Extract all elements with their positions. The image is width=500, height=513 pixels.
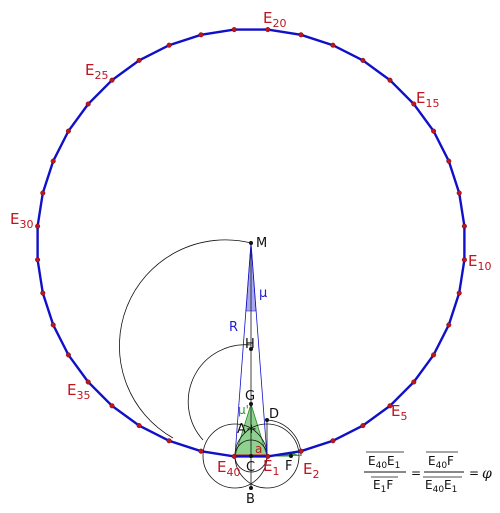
- vertex-dot: [35, 257, 41, 263]
- point-C: [249, 454, 253, 458]
- formula-equals-1: =: [411, 466, 421, 480]
- label-F: F: [285, 459, 292, 474]
- point-F: [289, 454, 293, 458]
- vertex-dot: [461, 257, 467, 263]
- formula-lhs-denominator: E1F: [373, 478, 393, 495]
- vertex-dot: [231, 27, 237, 33]
- label-E10: E10: [468, 252, 491, 273]
- label-E30: E30: [10, 210, 33, 231]
- formula-lhs-numerator: E40E1: [368, 454, 400, 471]
- point-H: [249, 347, 253, 351]
- vertex-dot: [109, 403, 115, 409]
- vertex-dot: [446, 158, 452, 164]
- label-mu: μ: [259, 286, 267, 301]
- vertex-dot: [330, 42, 336, 48]
- vertex-dot: [456, 290, 462, 296]
- label-E1: E1: [263, 457, 279, 478]
- vertex-dot: [298, 448, 304, 454]
- vertex-dot: [85, 101, 91, 107]
- vertex-dot: [461, 223, 467, 229]
- vertex-dot: [456, 190, 462, 196]
- vertex-dot: [431, 128, 437, 134]
- point-M: [249, 241, 253, 245]
- vertex-dot: [136, 423, 142, 429]
- vertex-dot: [65, 352, 71, 358]
- label-R: R: [229, 320, 238, 335]
- formula-rhs-numerator: E40F: [428, 454, 454, 471]
- arc-from-H: [187, 344, 252, 441]
- vertex-dot: [40, 290, 46, 296]
- point-G: [249, 402, 253, 406]
- vertex-dot: [360, 57, 366, 63]
- label-E2: E2: [303, 460, 319, 481]
- vertex-dot: [411, 379, 417, 385]
- vertex-dot: [136, 57, 142, 63]
- vertex-dot: [109, 77, 115, 83]
- formula-equals-2: =: [469, 466, 479, 480]
- label-E25: E25: [85, 61, 108, 82]
- label-E5: E5: [391, 402, 407, 423]
- radius-M-E40: [234, 242, 252, 457]
- vertex-dot: [330, 438, 336, 444]
- arc-from-M: [119, 239, 252, 439]
- vertex-dot: [198, 448, 204, 454]
- vertex-dot: [265, 453, 271, 459]
- label-a: a: [255, 442, 262, 456]
- vertex-dot: [65, 128, 71, 134]
- vertex-dot: [166, 42, 172, 48]
- point-B: [249, 486, 253, 490]
- vertex-dot: [446, 322, 452, 328]
- label-D: D: [269, 407, 279, 422]
- label-M: M: [256, 236, 267, 251]
- point-D: [265, 418, 269, 422]
- label-B: B: [246, 492, 255, 507]
- vertex-dot: [85, 379, 91, 385]
- label-G: G: [245, 389, 255, 404]
- label-mu-prime: μ': [238, 403, 249, 417]
- golden-ratio-formula: E40E1 E1F = E40F E40E1 = φ: [364, 451, 492, 495]
- label-H: H: [245, 337, 255, 352]
- vertex-dot: [298, 32, 304, 38]
- vertex-dot: [198, 32, 204, 38]
- label-A: A: [237, 422, 246, 437]
- vertex-dot: [50, 322, 56, 328]
- vertex-dot: [231, 453, 237, 459]
- label-E15: E15: [416, 89, 439, 110]
- vertex-dot: [40, 190, 46, 196]
- vertex-dot: [360, 423, 366, 429]
- vertex-dot: [431, 352, 437, 358]
- polygon-vertices: [35, 27, 467, 459]
- label-E40: E40: [217, 458, 240, 479]
- radius-M-E1: [250, 242, 268, 457]
- label-E35: E35: [67, 381, 90, 402]
- vertex-dot: [265, 27, 271, 33]
- vertex-dot: [411, 101, 417, 107]
- label-E20: E20: [263, 9, 286, 30]
- label-C: C: [246, 460, 255, 475]
- formula-phi: φ: [482, 466, 492, 482]
- formula-rhs-denominator: E40E1: [425, 478, 457, 495]
- vertex-dot: [35, 223, 41, 229]
- point-A-marker: +: [246, 422, 257, 437]
- vertex-dot: [166, 438, 172, 444]
- arc-D: [266, 419, 302, 457]
- vertex-dot: [387, 77, 393, 83]
- vertex-dot: [387, 403, 393, 409]
- vertex-dot: [50, 158, 56, 164]
